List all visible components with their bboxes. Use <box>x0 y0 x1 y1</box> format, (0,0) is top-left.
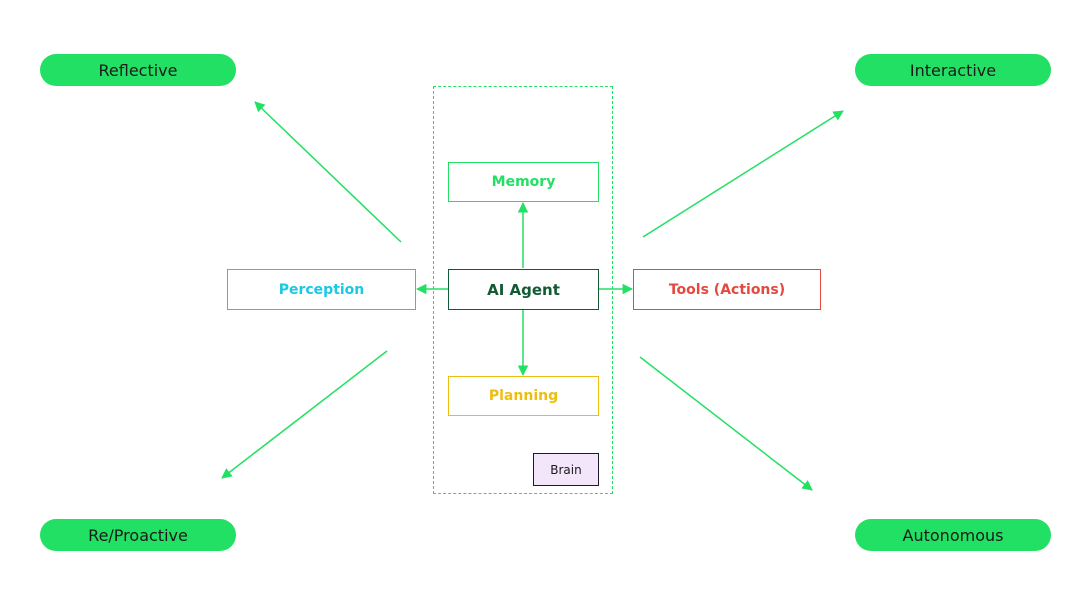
pill-interactive: Interactive <box>855 54 1051 86</box>
node-tools-actions: Tools (Actions) <box>633 269 821 310</box>
pill-reproactive: Re/Proactive <box>40 519 236 551</box>
node-ai-agent: AI Agent <box>448 269 599 310</box>
pill-autonomous: Autonomous <box>855 519 1051 551</box>
arrow-to-interactive <box>642 110 844 238</box>
arrow-to-autonomous <box>639 356 813 491</box>
arrow-to-reproactive <box>221 350 388 479</box>
brain-label: Brain <box>533 453 599 486</box>
node-perception: Perception <box>227 269 416 310</box>
pill-reflective: Reflective <box>40 54 236 86</box>
brain-dashed-frame <box>433 86 613 494</box>
arrow-to-reflective <box>254 101 402 243</box>
node-memory: Memory <box>448 162 599 202</box>
node-planning: Planning <box>448 376 599 416</box>
